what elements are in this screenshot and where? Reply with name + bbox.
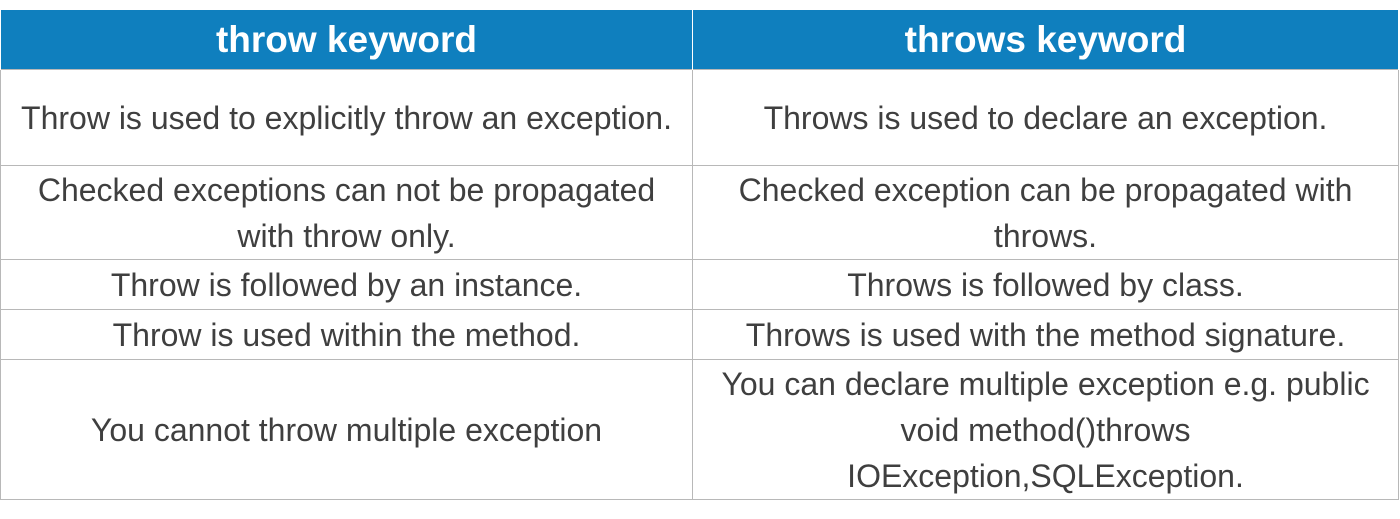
throw-cell: Throw is followed by an instance. — [0, 259, 693, 310]
table-header: throw keyword throws keyword — [0, 10, 1399, 70]
table-row: You cannot throw multiple exception You … — [0, 359, 1399, 500]
throws-cell: Throws is used to declare an exception. — [692, 69, 1399, 166]
table-row: Throw is followed by an instance. Throws… — [0, 259, 1399, 310]
table-body: Throw is used to explicitly throw an exc… — [0, 69, 1399, 500]
header-throw-keyword: throw keyword — [0, 10, 693, 70]
table-row: Checked exceptions can not be propagated… — [0, 165, 1399, 260]
header-row: throw keyword throws keyword — [0, 10, 1399, 70]
throws-cell: Throws is used with the method signature… — [692, 309, 1399, 360]
header-throws-keyword: throws keyword — [692, 10, 1399, 70]
throw-cell: Checked exceptions can not be propagated… — [0, 165, 693, 260]
throws-cell: Checked exception can be propagated with… — [692, 165, 1399, 260]
table-row: Throw is used to explicitly throw an exc… — [0, 69, 1399, 166]
throws-cell: You can declare multiple exception e.g. … — [692, 359, 1399, 500]
comparison-table: throw keyword throws keyword Throw is us… — [0, 10, 1399, 500]
throw-cell: You cannot throw multiple exception — [0, 359, 693, 500]
table-row: Throw is used within the method. Throws … — [0, 309, 1399, 360]
throw-cell: Throw is used to explicitly throw an exc… — [0, 69, 693, 166]
throws-cell: Throws is followed by class. — [692, 259, 1399, 310]
throw-cell: Throw is used within the method. — [0, 309, 693, 360]
